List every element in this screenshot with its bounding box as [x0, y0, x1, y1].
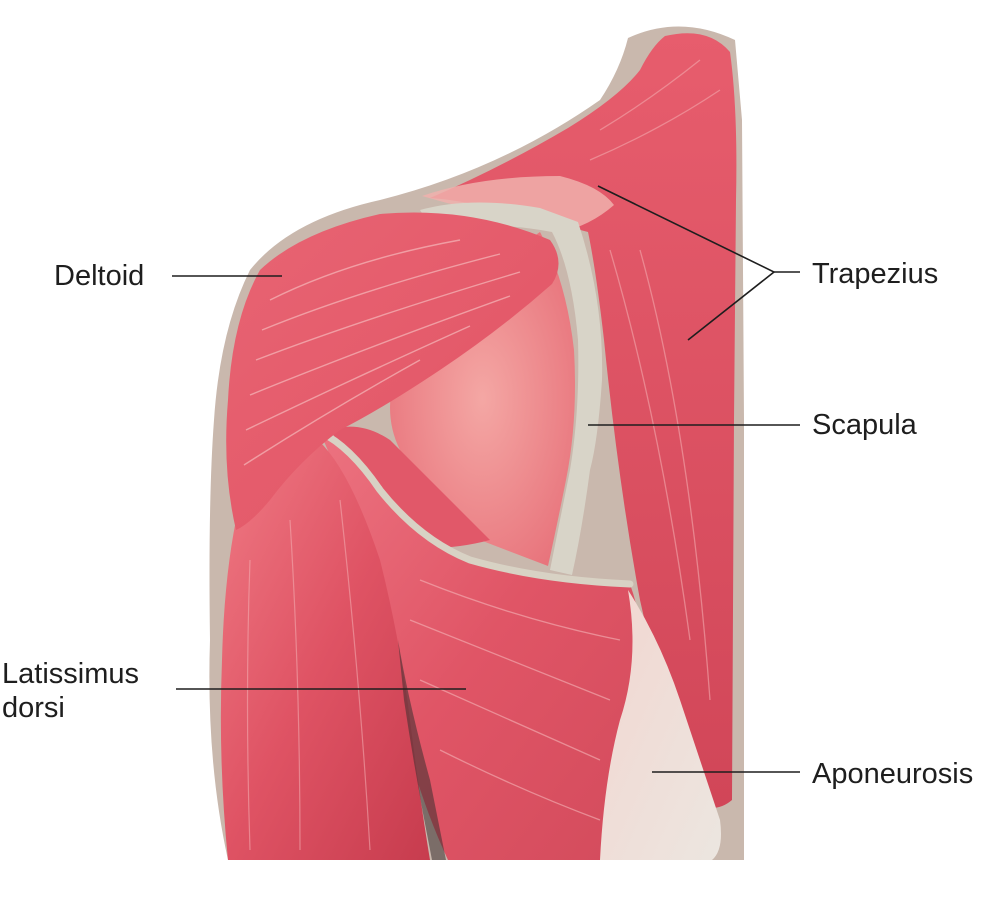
label-aponeurosis: Aponeurosis: [812, 758, 974, 790]
aponeurosis-tissue: [600, 590, 721, 860]
arm-fibers: [246, 499, 371, 851]
armpit-shadow: [398, 640, 446, 860]
teres-major-muscle: [330, 426, 490, 548]
latissimus-dorsi-muscle: [320, 432, 644, 860]
label-latissimus-dorsi: Latissimus dorsi: [2, 657, 139, 725]
upper-arm-muscle: [220, 440, 430, 860]
deltoid-muscle: [226, 212, 559, 530]
leader-lines: [172, 185, 800, 773]
trapezius-muscle: [430, 33, 737, 808]
label-deltoid: Deltoid: [54, 260, 145, 292]
label-trapezius: Trapezius: [812, 258, 939, 290]
label-scapula: Scapula: [812, 409, 917, 441]
trapezius-fibers: [589, 59, 721, 701]
deltoid-fibers: [243, 239, 521, 466]
label-latissimus-line1: Latissimus: [2, 658, 139, 690]
label-latissimus-line2: dorsi: [2, 692, 65, 724]
latissimus-edge: [316, 428, 634, 588]
